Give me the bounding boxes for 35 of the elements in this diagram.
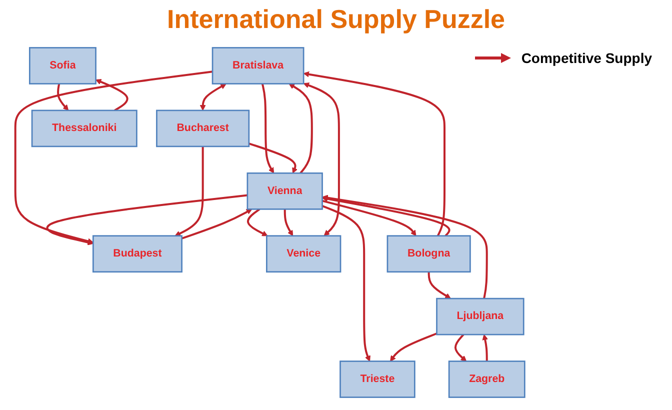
arrow xyxy=(454,334,467,362)
arrow xyxy=(322,205,370,362)
arrow xyxy=(96,79,128,112)
arrow xyxy=(57,84,69,111)
node-box: Bucharest xyxy=(156,110,250,148)
arrow xyxy=(200,84,226,111)
arrow xyxy=(322,200,416,236)
node-box: Trieste xyxy=(340,360,416,398)
arrow xyxy=(288,83,313,174)
node-box: Bratislava xyxy=(212,47,304,84)
node-box: Vienna xyxy=(246,172,323,210)
arrow xyxy=(181,208,252,240)
node-box: Budapest xyxy=(92,235,182,273)
arrow xyxy=(303,71,446,236)
arrow xyxy=(303,82,340,236)
node-box: Bologna xyxy=(386,235,471,273)
arrow xyxy=(428,272,451,299)
node-box: Zagreb xyxy=(448,360,526,398)
arrow xyxy=(322,196,450,237)
arrow xyxy=(174,146,204,236)
node-box: Venice xyxy=(266,235,342,273)
legend-label: Competitive Supply xyxy=(521,50,652,66)
arrow xyxy=(46,194,248,246)
arrow xyxy=(247,208,268,236)
node-box: Thessaloniki xyxy=(31,110,138,148)
arrow xyxy=(261,84,274,174)
arrow xyxy=(482,334,488,362)
arrow xyxy=(390,332,438,362)
node-box: Ljubljana xyxy=(436,298,524,336)
arrow xyxy=(14,70,213,244)
title: International Supply Puzzle xyxy=(166,4,506,35)
arrow xyxy=(248,142,298,174)
node-box: Sofia xyxy=(28,47,96,84)
arrow xyxy=(322,194,488,299)
arrow xyxy=(284,209,294,236)
